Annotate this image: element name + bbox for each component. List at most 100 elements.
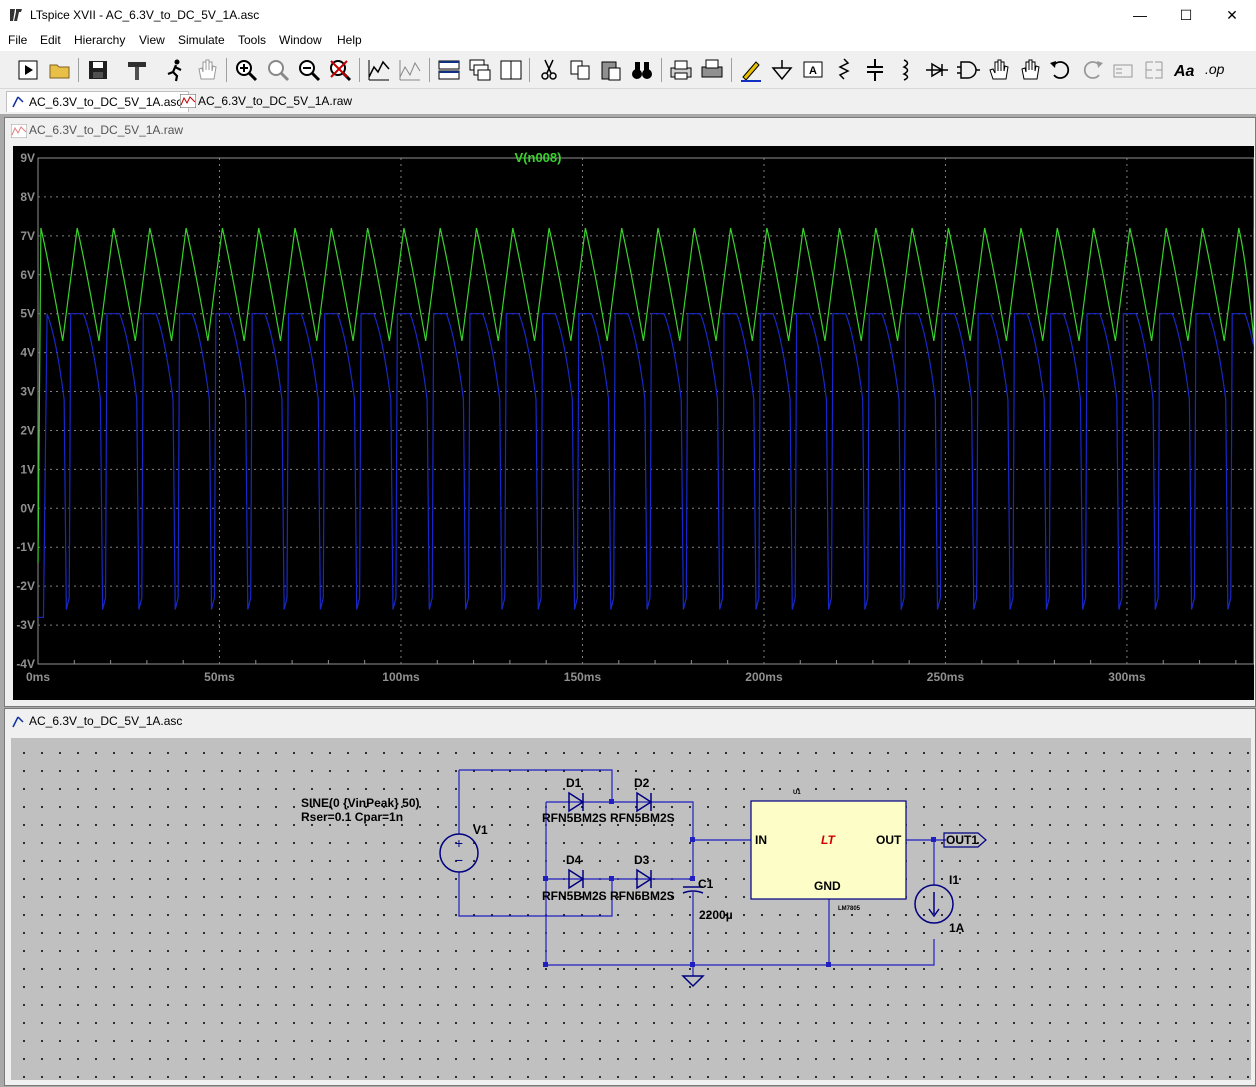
c1-name[interactable]: C1 bbox=[698, 877, 714, 891]
d2-model[interactable]: RFN5BM2S bbox=[610, 811, 675, 825]
capacitor-c1[interactable] bbox=[682, 886, 704, 894]
inductor-icon[interactable] bbox=[893, 57, 919, 83]
waveform-icon bbox=[10, 122, 28, 146]
cascade-windows-icon[interactable] bbox=[467, 57, 493, 83]
v1-name[interactable]: V1 bbox=[473, 823, 488, 837]
wire[interactable] bbox=[546, 939, 935, 966]
cut-scissors-icon[interactable] bbox=[536, 57, 562, 83]
x-tick-label: 100ms bbox=[382, 670, 420, 684]
wire[interactable] bbox=[546, 801, 694, 879]
d4-model[interactable]: RFN5BM2S bbox=[542, 889, 607, 903]
net-label-icon[interactable]: A bbox=[800, 57, 826, 83]
regulator-u1[interactable] bbox=[750, 800, 907, 900]
menu-hierarchy[interactable]: Hierarchy bbox=[74, 33, 126, 47]
find-binoculars-icon[interactable] bbox=[629, 57, 655, 83]
undo-icon[interactable] bbox=[1048, 57, 1074, 83]
run-simulation-icon[interactable] bbox=[162, 57, 188, 83]
grid-plot-icon[interactable] bbox=[397, 57, 423, 83]
spice-directive-icon[interactable]: .op bbox=[1203, 57, 1229, 83]
u1-part[interactable]: LM7805 bbox=[838, 906, 861, 912]
wire[interactable] bbox=[458, 872, 613, 917]
component-icon[interactable] bbox=[955, 57, 981, 83]
voltage-source-v1[interactable]: + − bbox=[439, 833, 479, 873]
menu-edit[interactable]: Edit bbox=[40, 33, 61, 47]
resistor-icon[interactable] bbox=[831, 57, 857, 83]
wire[interactable] bbox=[459, 769, 613, 802]
menu-simulate[interactable]: Simulate bbox=[178, 33, 225, 47]
print-icon[interactable] bbox=[668, 57, 694, 83]
halt-hand-icon[interactable] bbox=[194, 57, 220, 83]
tab-schematic[interactable]: AC_6.3V_to_DC_5V_1A.asc bbox=[6, 91, 190, 115]
menu-tools[interactable]: Tools bbox=[238, 33, 267, 47]
current-source-i1[interactable] bbox=[914, 884, 954, 924]
trace-label-v-n008[interactable]: V(n008) bbox=[515, 150, 562, 165]
tile-horizontal-icon[interactable] bbox=[436, 57, 462, 83]
v1-value-line1[interactable]: SINE(0 {VinPeak} 50) bbox=[301, 796, 420, 810]
print-setup-icon[interactable] bbox=[699, 57, 725, 83]
new-schematic-icon[interactable] bbox=[15, 57, 41, 83]
menu-file[interactable]: File bbox=[8, 33, 28, 47]
copy-icon[interactable] bbox=[567, 57, 593, 83]
menu-window[interactable]: Window bbox=[279, 33, 322, 47]
capacitor-icon[interactable] bbox=[862, 57, 888, 83]
d2-name[interactable]: D2 bbox=[634, 776, 650, 790]
d3-model[interactable]: RFN5BM2S bbox=[610, 889, 675, 903]
d1-name[interactable]: D1 bbox=[566, 776, 582, 790]
control-panel-hammer-icon[interactable] bbox=[124, 57, 150, 83]
diode-icon[interactable] bbox=[924, 57, 950, 83]
d4-name[interactable]: D4 bbox=[566, 853, 582, 867]
zoom-out-icon[interactable] bbox=[296, 57, 322, 83]
zoom-fit-icon[interactable] bbox=[327, 57, 353, 83]
save-icon[interactable] bbox=[85, 57, 111, 83]
schematic-window-title[interactable]: AC_6.3V_to_DC_5V_1A.asc bbox=[5, 709, 1255, 733]
paste-icon[interactable] bbox=[598, 57, 624, 83]
mirror-icon[interactable] bbox=[1141, 57, 1167, 83]
waveform-window-title-text: AC_6.3V_to_DC_5V_1A.raw bbox=[29, 123, 184, 137]
v1-value-line2[interactable]: Rser=0.1 Cpar=1n bbox=[301, 810, 403, 824]
autorange-plot-icon[interactable] bbox=[366, 57, 392, 83]
toolbar-separator bbox=[78, 58, 79, 82]
draw-wire-pencil-icon[interactable] bbox=[738, 57, 764, 83]
i1-value[interactable]: 1A bbox=[949, 921, 965, 935]
diode-d2[interactable] bbox=[636, 791, 653, 813]
move-hand-icon[interactable] bbox=[986, 57, 1012, 83]
open-folder-icon[interactable] bbox=[47, 57, 73, 83]
tile-vertical-icon[interactable] bbox=[498, 57, 524, 83]
menu-view[interactable]: View bbox=[139, 33, 165, 47]
trace-v-n008[interactable] bbox=[37, 227, 1255, 563]
zoom-in-icon[interactable] bbox=[233, 57, 259, 83]
c1-value[interactable]: 2200µ bbox=[699, 908, 733, 922]
ground-symbol-icon[interactable] bbox=[769, 57, 795, 83]
schematic-icon bbox=[11, 95, 25, 115]
tab-waveform[interactable]: AC_6.3V_to_DC_5V_1A.raw bbox=[176, 91, 358, 111]
pan-icon[interactable] bbox=[265, 57, 291, 83]
diode-d4[interactable] bbox=[568, 868, 585, 890]
lt-logo-icon: LT bbox=[821, 833, 836, 847]
x-tick-label: 200ms bbox=[745, 670, 783, 684]
svg-text:+: + bbox=[455, 835, 463, 851]
diode-d1[interactable] bbox=[568, 791, 585, 813]
maximize-button[interactable]: ☐ bbox=[1179, 7, 1193, 23]
ground-symbol[interactable] bbox=[681, 975, 705, 988]
window-title: LTspice XVII - AC_6.3V_to_DC_5V_1A.asc bbox=[30, 8, 260, 22]
i1-name[interactable]: I1 bbox=[949, 873, 959, 887]
diode-d3[interactable] bbox=[636, 868, 653, 890]
trace-series-2[interactable] bbox=[38, 313, 1256, 618]
redo-icon[interactable] bbox=[1079, 57, 1105, 83]
d3-name[interactable]: D3 bbox=[634, 853, 650, 867]
close-button[interactable]: ✕ bbox=[1226, 7, 1238, 23]
net-label-out1[interactable] bbox=[943, 832, 987, 848]
u1-pin-out: OUT bbox=[876, 833, 902, 847]
text-icon[interactable]: Aa bbox=[1172, 57, 1198, 83]
waveform-window-title[interactable]: AC_6.3V_to_DC_5V_1A.raw bbox=[5, 118, 1255, 142]
d1-model[interactable]: RFN5BM2S bbox=[542, 811, 607, 825]
schematic-canvas[interactable]: + − V1 SINE(0 {VinPeak} 50) Rser=0.1 Cpa… bbox=[11, 738, 1251, 1080]
plot-frame bbox=[37, 157, 1255, 665]
minimize-button[interactable]: — bbox=[1133, 7, 1147, 23]
drag-hand-icon[interactable] bbox=[1017, 57, 1043, 83]
menu-help[interactable]: Help bbox=[337, 33, 362, 47]
rotate-icon[interactable] bbox=[1110, 57, 1136, 83]
waveform-icon bbox=[179, 93, 197, 114]
